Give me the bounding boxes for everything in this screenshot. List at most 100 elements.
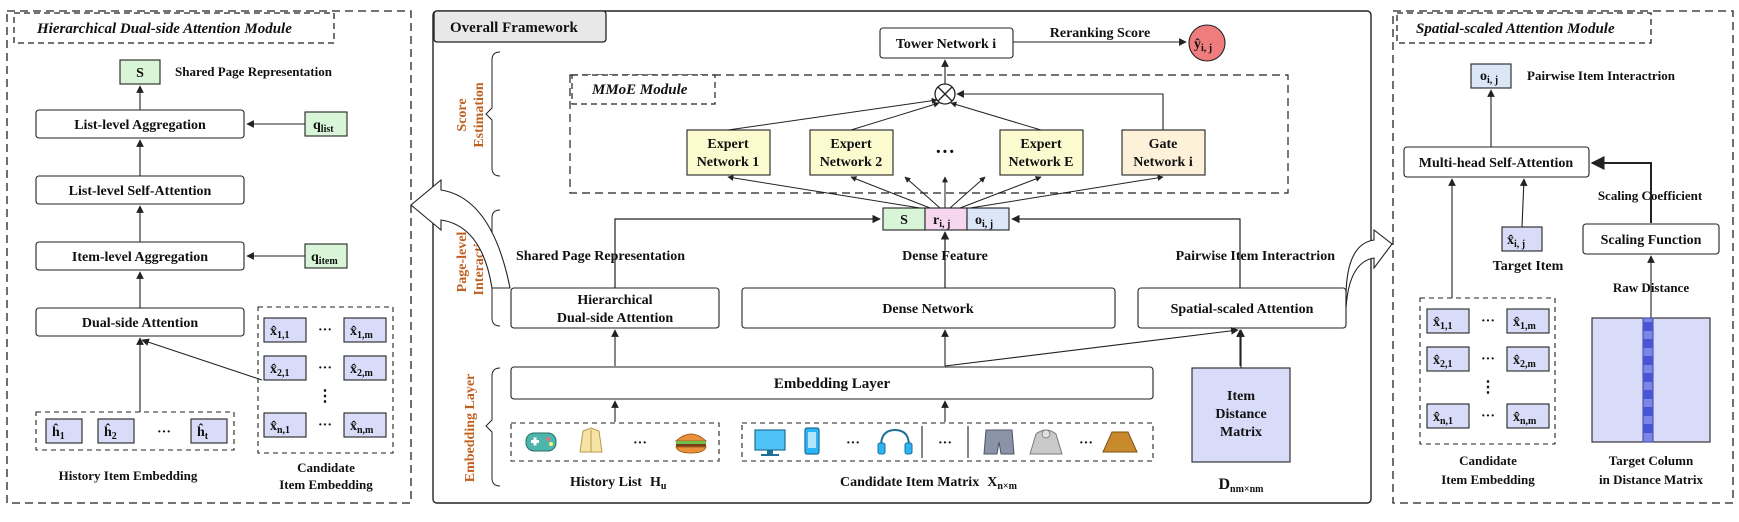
target-item-box-label: x̂i, j xyxy=(1507,233,1525,250)
history-caption: History Item Embedding xyxy=(59,468,198,483)
left-candidate-cell-2-1-label: x̂2,1 xyxy=(270,362,290,379)
column-cell-4 xyxy=(1643,373,1653,382)
left-candidate-cell-3-m: x̂n,m xyxy=(343,412,387,438)
right-candidate-row-dots-3: ··· xyxy=(1481,409,1495,424)
middle-panel: Overall Framework Score Estimation Page-… xyxy=(432,10,1372,504)
history-item-1: ĥ1 xyxy=(45,418,83,444)
list-self-attention-label: List-level Self-Attention xyxy=(69,184,212,199)
right-candidate-cell-1-1-label: x̂1,1 xyxy=(1433,315,1453,332)
concat-o-cell xyxy=(966,207,1010,231)
left-candidate-cell-3-1: x̂n,1 xyxy=(263,412,307,438)
o-box-label: oi, j xyxy=(1480,69,1498,86)
right-panel: Spatial-scaled Attention Module oi, j Pa… xyxy=(1392,10,1734,504)
right-candidate-cell-2-1: x̂2,1 xyxy=(1426,346,1470,372)
o-box xyxy=(1470,63,1512,89)
right-candidate-cell-2-1-label: x̂2,1 xyxy=(1433,353,1453,370)
target-item-box xyxy=(1501,226,1543,252)
monitor-icon xyxy=(754,429,786,456)
tower-network-label: Tower Network i xyxy=(896,37,996,52)
history-item-1-label: ĥ1 xyxy=(52,422,65,442)
column-cell-3 xyxy=(1643,356,1653,365)
hamburger-icon xyxy=(674,433,708,454)
gate-line-1: Gate xyxy=(1149,137,1178,152)
right-candidate-row-dots-2: ··· xyxy=(1481,352,1495,367)
pairwise-interaction-label: Pairwise Item Interactrion xyxy=(1176,249,1336,264)
expert-1-line-1: Expert xyxy=(707,137,749,152)
item-aggregation-label: Item-level Aggregation xyxy=(72,250,208,265)
distance-matrix-symbol: Dnm×nm xyxy=(1218,476,1264,495)
right-candidate-cell-2-m-label: x̂2,m xyxy=(1513,353,1537,370)
column-cell-2 xyxy=(1643,339,1653,348)
hierarchical-attention-box xyxy=(510,287,720,329)
expert-network-e-box xyxy=(999,129,1084,176)
list-aggregation-label: List-level Aggregation xyxy=(74,118,206,133)
left-candidate-caption-2: Item Embedding xyxy=(279,477,373,492)
left-panel-title: Hierarchical Dual-side Attention Module xyxy=(36,21,292,37)
right-candidate-cell-2-m: x̂2,m xyxy=(1506,346,1550,372)
item-distance-line-2: Distance xyxy=(1215,407,1266,422)
candidate-icon-dots-1: ··· xyxy=(846,436,860,451)
expert-2-line-1: Expert xyxy=(830,137,872,152)
left-candidate-cell-1-1-label: x̂1,1 xyxy=(270,324,290,341)
target-column-cells xyxy=(1643,322,1653,433)
hierarchical-line-2: Dual-side Attention xyxy=(557,311,674,326)
embedding-layer-box xyxy=(510,366,1154,400)
headphones-icon xyxy=(877,428,913,455)
score-estimation-label-1: Score xyxy=(455,98,470,131)
history-dots: ··· xyxy=(157,425,171,440)
mmoe-module-title: MMoE Module xyxy=(591,82,688,98)
history-item-2-label: ĥ2 xyxy=(104,422,117,442)
column-cell-5 xyxy=(1643,390,1653,399)
concat-r-label: ri, j xyxy=(933,213,950,230)
right-candidate-row-dots-1: ··· xyxy=(1481,314,1495,329)
shared-s-box xyxy=(119,59,161,85)
scaling-function-box xyxy=(1582,223,1720,255)
q-item-label: qitem xyxy=(311,250,338,267)
dual-side-attention-label: Dual-side Attention xyxy=(82,316,199,331)
left-candidate-cell-3-1-label: x̂n,1 xyxy=(270,419,290,436)
concat-o-label: oi, j xyxy=(975,213,993,230)
history-items: ĥ1 ĥ2 ĥt ··· xyxy=(45,418,228,444)
right-candidate-cell-1-1: x̂1,1 xyxy=(1426,308,1470,334)
column-cell-6 xyxy=(1643,407,1653,416)
dense-network-box xyxy=(741,287,1116,329)
q-item-box xyxy=(304,243,348,269)
predicted-score-label: ŷi, j xyxy=(1194,37,1212,54)
embedding-layer-side-label: Embedding Layer xyxy=(463,374,478,483)
score-estimation-label-2: Estimation xyxy=(472,82,487,148)
left-candidate-vdots: ⋮ xyxy=(317,388,333,405)
item-distance-line-3: Matrix xyxy=(1220,425,1262,440)
right-candidate-cell-3-1-label: x̂n,1 xyxy=(1433,410,1453,427)
left-panel: Hierarchical Dual-side Attention Module … xyxy=(6,10,412,504)
raw-distance-label: Raw Distance xyxy=(1613,280,1689,295)
concat-s-label: S xyxy=(900,213,908,228)
item-distance-line-1: Item xyxy=(1227,389,1255,404)
spatial-attention-label: Spatial-scaled Attention xyxy=(1171,302,1314,317)
gamepad-icon xyxy=(525,432,557,452)
right-pairwise-caption: Pairwise Item Interactrion xyxy=(1527,68,1676,83)
left-candidate-cell-2-m-label: x̂2,m xyxy=(350,362,374,379)
left-candidate-row-dots-1: ··· xyxy=(318,323,332,338)
hierarchical-line-1: Hierarchical xyxy=(577,293,652,308)
shared-page-representation-label: Shared Page Representation xyxy=(516,249,685,264)
expert-2-line-2: Network 2 xyxy=(820,155,883,170)
expert-e-line-1: Expert xyxy=(1020,137,1062,152)
page-level-label-1: Page-level xyxy=(455,232,470,293)
left-candidate-cell-3-m-label: x̂n,m xyxy=(350,419,374,436)
right-candidate-cell-1-m: x̂1,m xyxy=(1506,308,1550,334)
q-list-label: qlist xyxy=(313,118,334,135)
gate-network-box xyxy=(1121,129,1206,176)
history-item-3: ĥt xyxy=(190,418,228,444)
right-candidate-cell-3-1: x̂n,1 xyxy=(1426,403,1470,429)
multi-head-self-attention-label: Multi-head Self-Attention xyxy=(1419,156,1574,171)
left-candidate-cell-1-m: x̂1,m xyxy=(343,317,387,343)
left-candidate-group xyxy=(257,306,394,454)
embedding-layer-label: Embedding Layer xyxy=(774,376,891,392)
left-candidate-row-dots-3: ··· xyxy=(318,418,332,433)
hoodie-icon xyxy=(1029,429,1063,455)
